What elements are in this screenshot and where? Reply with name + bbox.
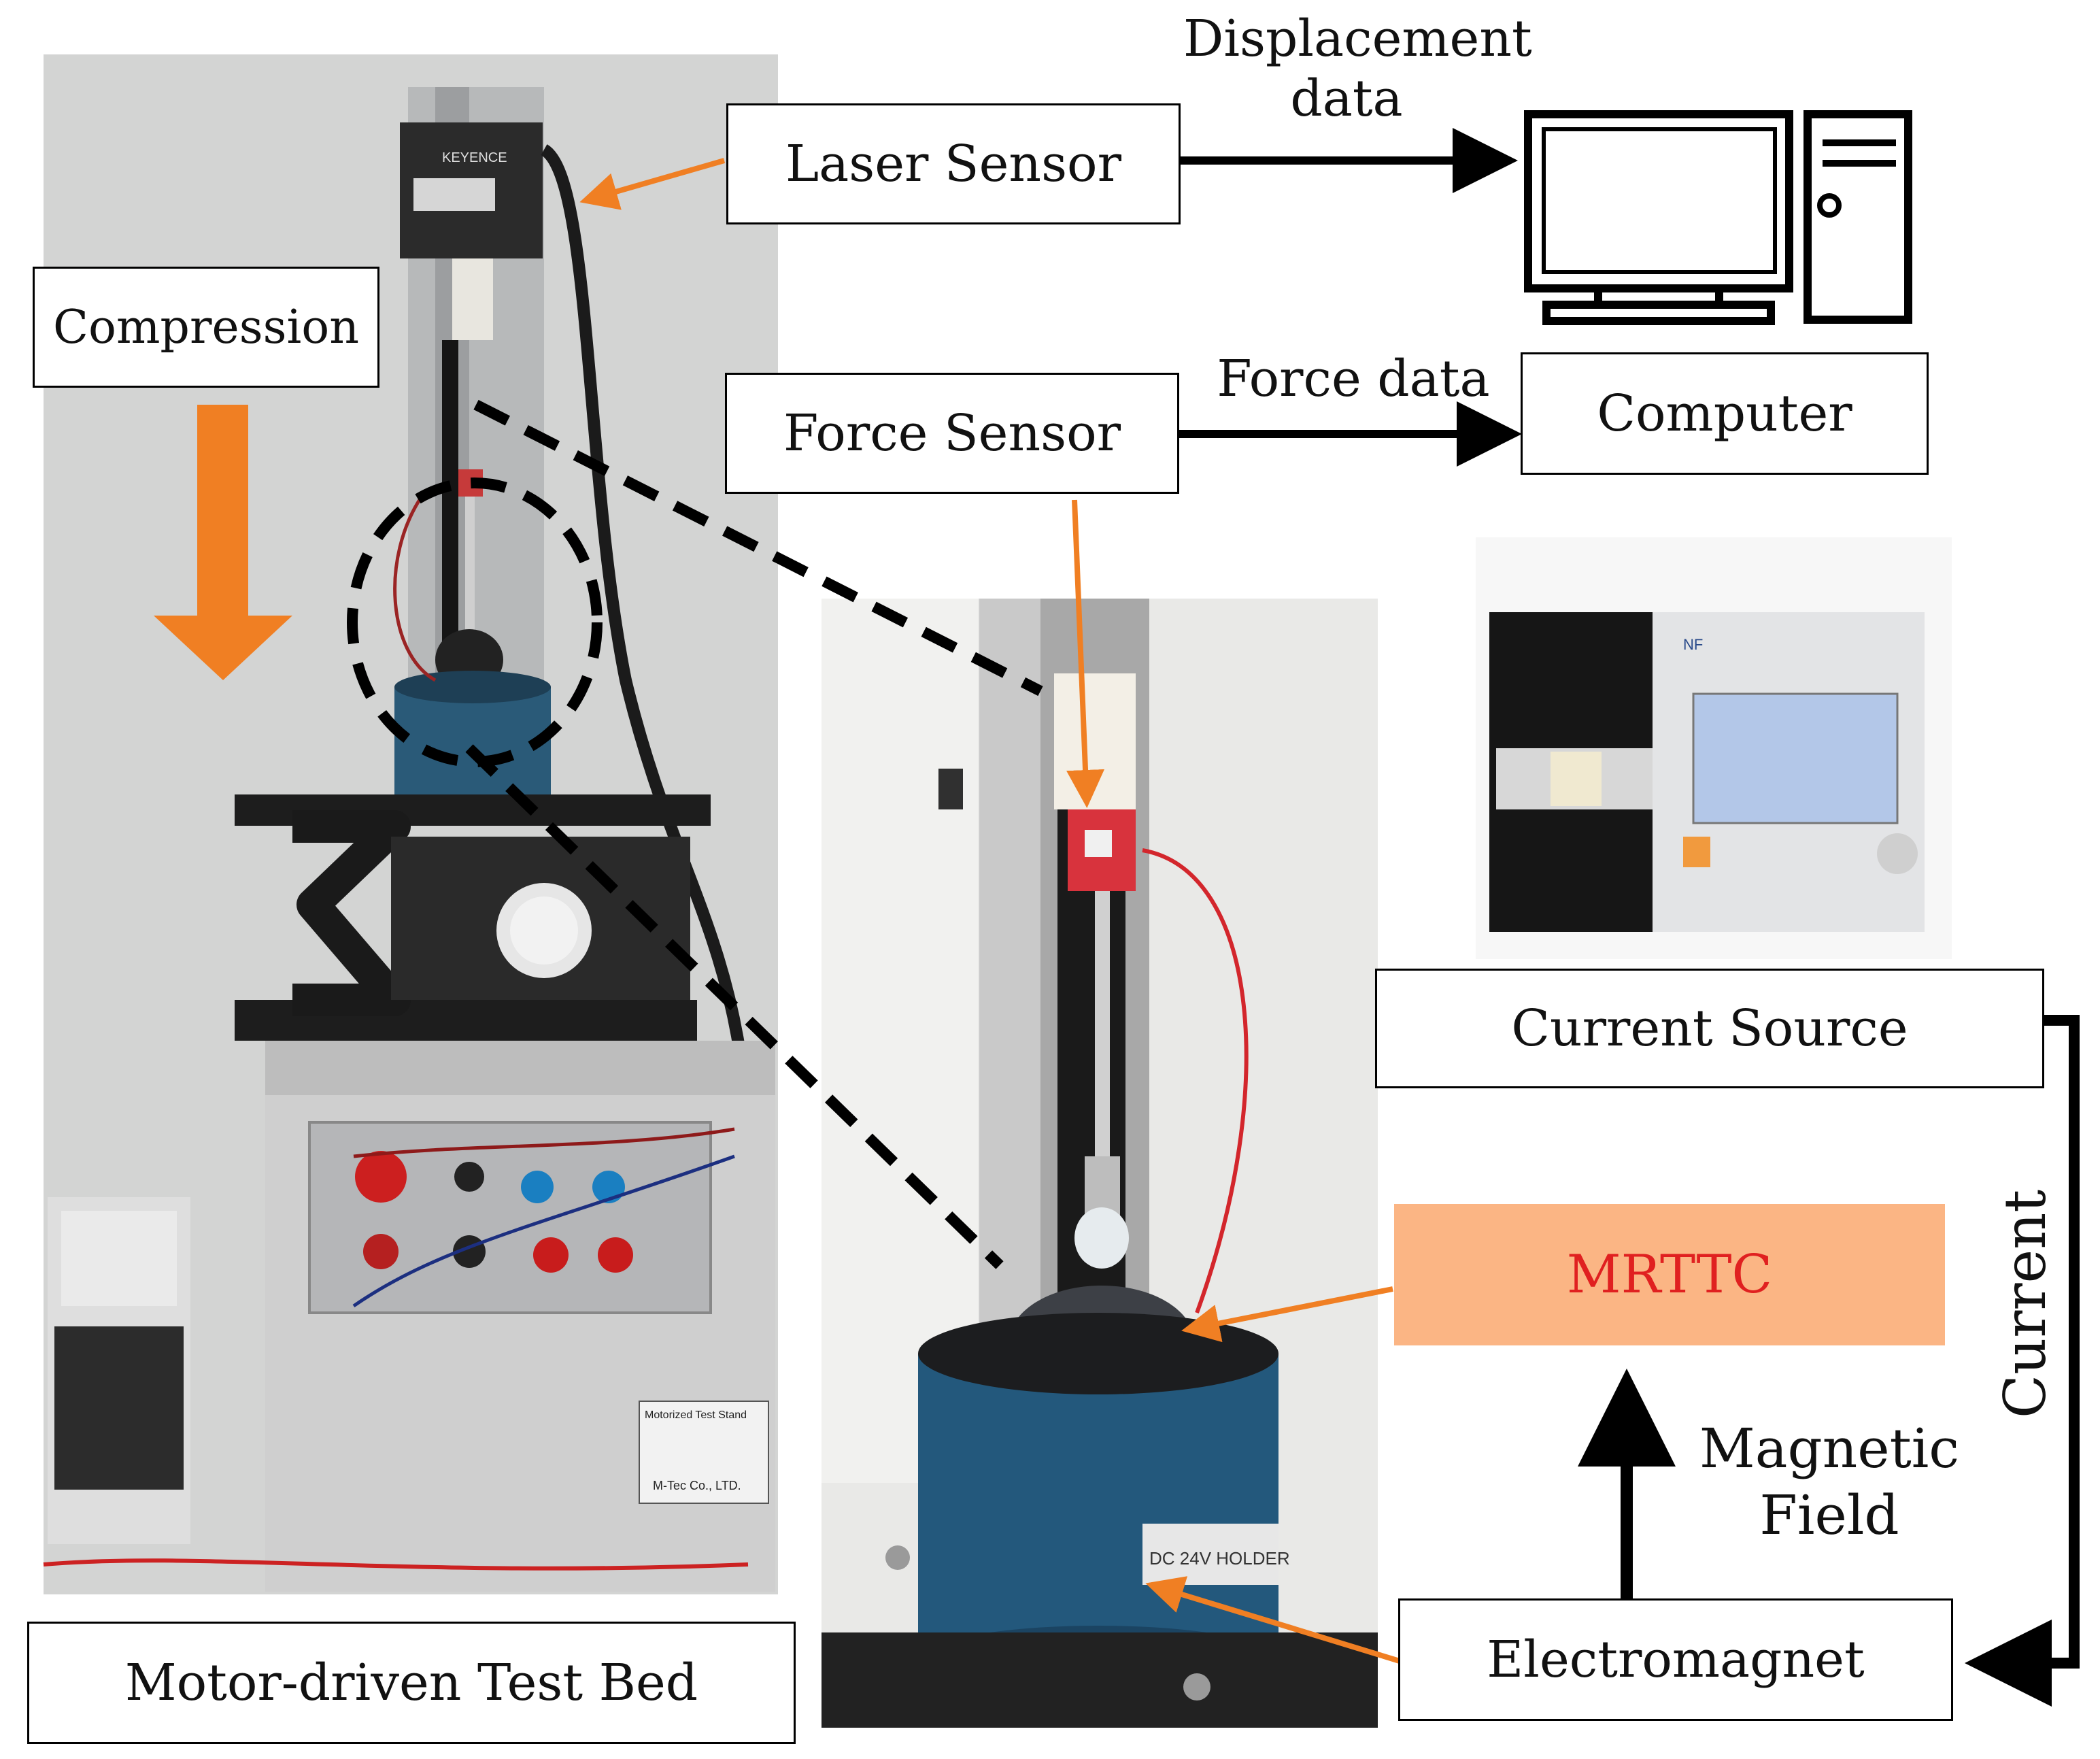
electromagnet-pointer-arrow	[1145, 1576, 1401, 1664]
force-sensor-label: Force Sensor	[725, 373, 1179, 494]
current-source-photo: NF	[1476, 537, 1952, 959]
current-loop-arrow	[1965, 1015, 2080, 1707]
test-bed-label: Motor-driven Test Bed	[27, 1622, 796, 1744]
magnetic-line2: Field	[1759, 1484, 1899, 1547]
displacement-line2: data	[1290, 69, 1403, 128]
displacement-line1: Displacement	[1183, 10, 1532, 68]
current-text: Current	[1992, 1189, 2059, 1419]
stand-plate-text: Motorized Test Stand	[645, 1409, 747, 1421]
keyence-logo-text: KEYENCE	[442, 150, 507, 165]
mrttc-label: MRTTC	[1394, 1204, 1945, 1345]
laser-sensor-label: Laser Sensor	[726, 103, 1181, 224]
mrttc-photo: DC 24V HOLDER	[822, 599, 1378, 1728]
magnetic-field-text: Magnetic Field	[1680, 1422, 1979, 1543]
psu-brand-text: NF	[1683, 636, 1703, 653]
stand-brand-text: M-Tec Co., LTD.	[653, 1479, 741, 1492]
magnetic-line1: Magnetic	[1699, 1417, 1960, 1480]
electromagnet-body	[918, 1354, 1278, 1660]
laser-pointer-arrow	[579, 158, 726, 210]
zoom-lines	[347, 399, 1043, 1269]
magnet-label-text: DC 24V HOLDER	[1149, 1548, 1290, 1569]
compression-label: Compression	[33, 267, 379, 388]
displacement-data-text: Displacement data	[1183, 10, 1532, 128]
electromagnet-label: Electromagnet	[1398, 1598, 1953, 1721]
mrttc-pointer-arrow	[1181, 1286, 1393, 1343]
compression-arrow	[154, 405, 292, 680]
current-source-label: Current Source	[1375, 969, 2044, 1088]
force-data-text: Force data	[1217, 350, 1490, 408]
force-pointer-arrow	[1066, 499, 1105, 808]
computer-icon	[1524, 110, 1912, 325]
computer-label: Computer	[1521, 352, 1929, 475]
